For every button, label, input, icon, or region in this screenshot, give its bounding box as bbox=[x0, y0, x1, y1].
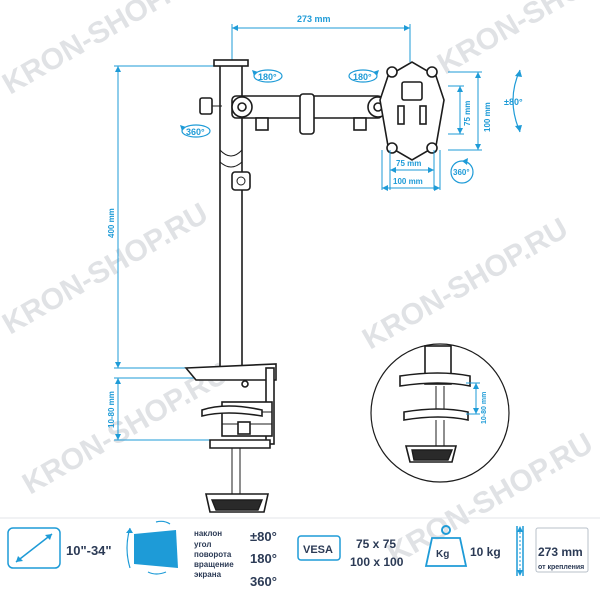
rotation-screen-label: 360° bbox=[453, 168, 470, 177]
arm-length-dimension: 273 mm bbox=[231, 14, 411, 62]
reach-spec: 273 mm от крепления bbox=[516, 526, 589, 576]
clamp-range-label: 10-80 mm bbox=[107, 391, 116, 428]
desk-clamp bbox=[184, 363, 277, 513]
vesa-outer-v-label: 100 mm bbox=[483, 102, 492, 132]
vesa-plate bbox=[379, 61, 445, 161]
angle-value-swivel: 180° bbox=[250, 551, 277, 566]
rotation-pole-icon: 360° bbox=[180, 124, 211, 138]
vesa-inner-label: 75 mm bbox=[396, 159, 421, 168]
arm-length-label: 273 mm bbox=[297, 14, 331, 24]
rotation-arm-left-label: 180° bbox=[258, 72, 277, 82]
weight-spec: Kg 10 kg bbox=[424, 525, 501, 567]
angle-label-5: экрана bbox=[194, 570, 222, 579]
pole-height-dimension: 400 mm bbox=[107, 65, 222, 369]
screen-size-value: 10"-34" bbox=[66, 543, 112, 558]
rotation-arm-right-icon: 180° bbox=[348, 69, 379, 83]
tilt-icon: ±80° bbox=[504, 69, 523, 133]
reach-caption: от крепления bbox=[538, 564, 584, 571]
angles-spec: наклон угол поворота вращение экрана ±80… bbox=[126, 520, 277, 589]
vesa-value-small: 75 x 75 bbox=[356, 537, 396, 551]
angle-label-3: поворота bbox=[194, 550, 232, 559]
angle-value-tilt: ±80° bbox=[250, 529, 277, 544]
spec-bar: 10"-34" наклон угол поворота вращение эк… bbox=[0, 517, 600, 589]
vesa-outer-label: 100 mm bbox=[393, 177, 423, 186]
angle-label-2: угол bbox=[194, 540, 211, 549]
tilt-label: ±80° bbox=[504, 97, 523, 107]
vesa-horizontal-dimensions: 75 mm 100 mm bbox=[381, 150, 441, 191]
angle-value-rotate: 360° bbox=[250, 574, 277, 589]
vesa-badge: VESA bbox=[303, 544, 333, 556]
rotation-pole-label: 360° bbox=[186, 127, 205, 137]
mount-pole bbox=[213, 59, 251, 368]
screen-size-spec: 10"-34" bbox=[7, 527, 112, 569]
clamp-range-dimension: 10-80 mm bbox=[107, 377, 215, 441]
reach-value: 273 mm bbox=[538, 545, 583, 559]
angle-label-4: вращение bbox=[194, 560, 234, 569]
watermark: KRON-SHOP.RU bbox=[0, 0, 214, 101]
vesa-spec: VESA 75 x 75 100 x 100 bbox=[297, 535, 404, 569]
watermark: KRON-SHOP.RU bbox=[357, 212, 574, 356]
rotation-screen-icon: 360° bbox=[450, 158, 474, 184]
weight-badge: Kg bbox=[436, 549, 449, 560]
angle-label-1: наклон bbox=[194, 529, 222, 538]
clamp-inset-label: 10-80 mm bbox=[481, 392, 488, 424]
vesa-inner-v-label: 75 mm bbox=[463, 101, 472, 126]
rotation-arm-left-icon: 180° bbox=[252, 69, 283, 83]
watermark: KRON-SHOP.RU bbox=[432, 0, 600, 81]
vesa-value-large: 100 x 100 bbox=[350, 555, 404, 569]
rotation-arm-right-label: 180° bbox=[353, 72, 372, 82]
mount-arm bbox=[199, 93, 389, 135]
weight-value: 10 kg bbox=[470, 545, 501, 559]
vesa-vertical-dimensions: 75 mm 100 mm bbox=[448, 71, 492, 151]
watermark-layer: KRON-SHOP.RU KRON-SHOP.RU KRON-SHOP.RU K… bbox=[0, 0, 600, 571]
clamp-detail-inset: 10-80 mm bbox=[370, 343, 510, 483]
pole-height-label: 400 mm bbox=[107, 208, 116, 238]
